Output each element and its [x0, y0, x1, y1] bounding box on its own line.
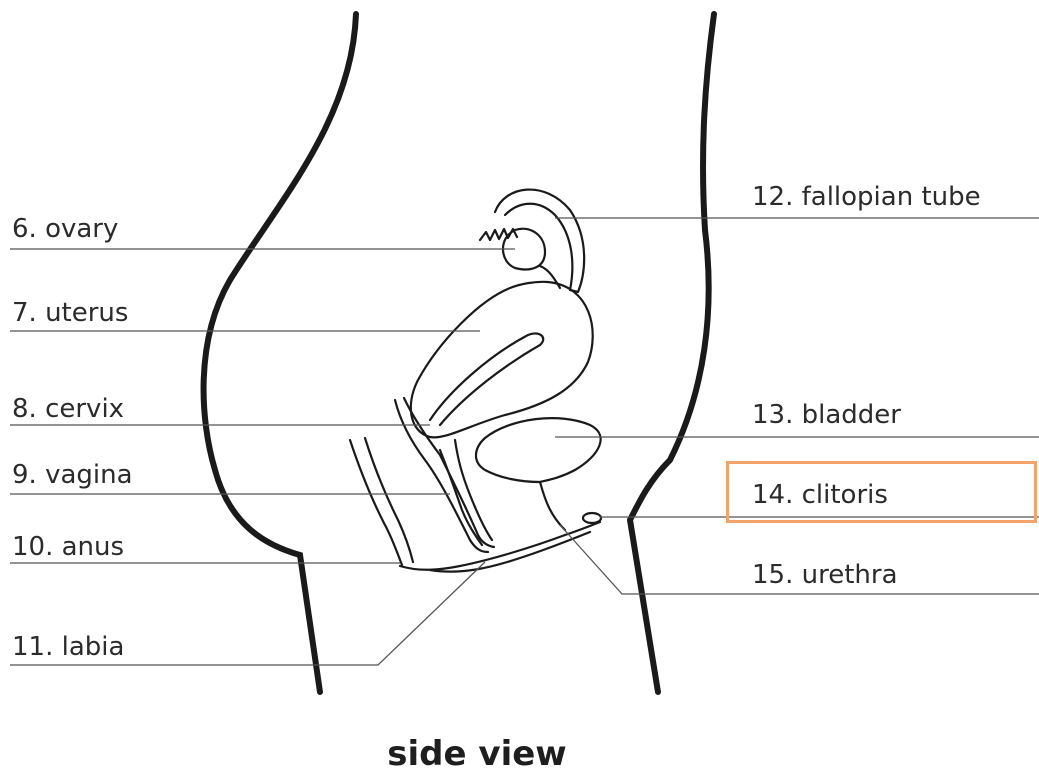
clitoris-shape	[583, 513, 601, 523]
leader-lines	[10, 218, 1039, 665]
fimbriae-shape	[480, 229, 517, 240]
front-outline	[630, 14, 714, 692]
uterus-shape	[411, 282, 593, 438]
label-fallopian-tube: 12. fallopian tube	[752, 182, 981, 212]
ovarian-ligament	[540, 266, 560, 288]
urethra-shape	[540, 482, 565, 530]
label-urethra: 15. urethra	[752, 560, 898, 590]
perineum-line	[400, 522, 600, 570]
label-bladder: 13. bladder	[752, 400, 901, 430]
internal-organs	[350, 190, 601, 572]
label-vagina: 9. vagina	[12, 460, 133, 490]
back-outline	[204, 14, 356, 692]
diagram-caption: side view	[0, 734, 954, 774]
clitoris-highlight-box	[726, 461, 1037, 523]
fallopian-tube-shape	[495, 190, 584, 292]
label-ovary: 6. ovary	[12, 214, 118, 244]
uterine-cavity	[430, 333, 543, 425]
label-uterus: 7. uterus	[12, 298, 128, 328]
body-outline	[204, 14, 714, 692]
label-anus: 10. anus	[12, 532, 124, 562]
label-cervix: 8. cervix	[12, 394, 124, 424]
label-labia: 11. labia	[12, 632, 124, 662]
labia-line	[430, 532, 590, 572]
rectum-back	[350, 440, 402, 565]
bladder-shape	[476, 418, 601, 482]
